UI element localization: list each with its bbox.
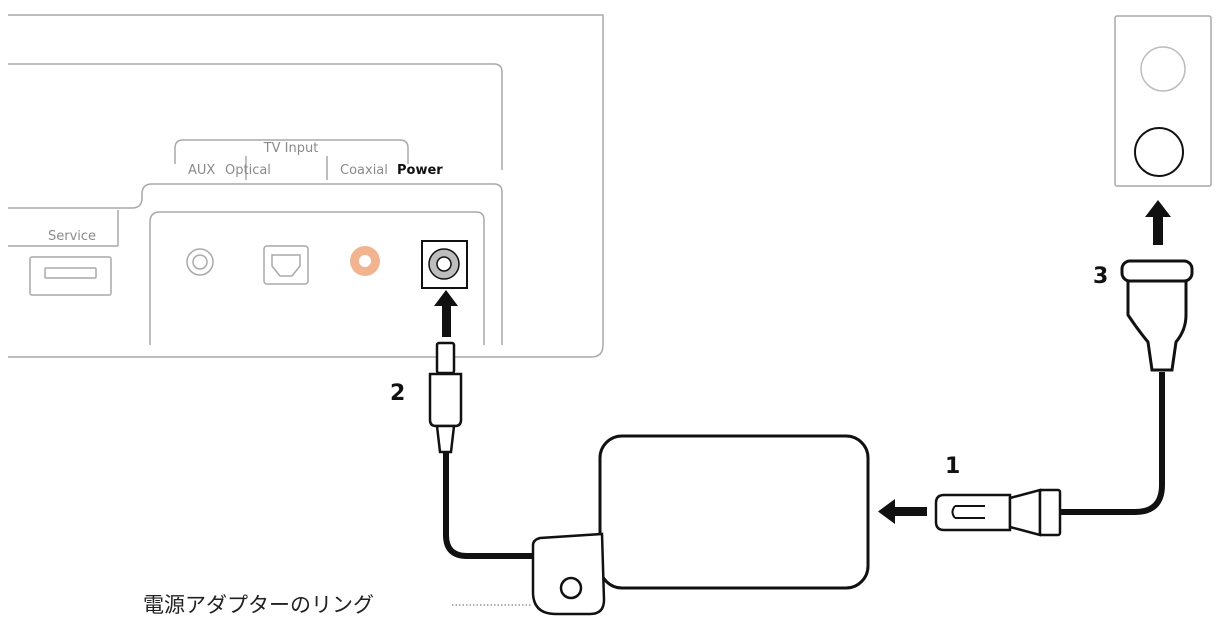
port-frame-outer xyxy=(8,183,503,345)
outlet-socket-top xyxy=(1140,46,1186,92)
step-2-label: 2 xyxy=(390,381,405,406)
wall-plug xyxy=(1120,259,1194,372)
aux-label: AUX xyxy=(188,163,215,178)
arrow-to-power-port xyxy=(434,290,458,337)
step-3-label: 3 xyxy=(1093,264,1108,289)
service-label: Service xyxy=(48,229,96,244)
dc-plug xyxy=(428,341,463,454)
tv-input-bracket xyxy=(174,139,409,164)
panel-upper-recess xyxy=(8,63,503,170)
tv-input-label: TV Input xyxy=(263,141,319,156)
power-label: Power xyxy=(397,163,443,178)
coaxial-label: Coaxial xyxy=(340,163,388,178)
optical-port xyxy=(263,245,309,285)
arrow-to-adapter xyxy=(878,499,927,524)
ac-cable xyxy=(1060,372,1165,515)
step-1-label: 1 xyxy=(945,454,960,479)
power-adapter-ring xyxy=(531,532,606,616)
arrow-to-outlet xyxy=(1145,200,1171,245)
ac-plug xyxy=(934,488,1062,537)
port-frame-inner xyxy=(149,211,485,345)
service-usb-port xyxy=(29,256,112,296)
soundbar-rear-panel xyxy=(8,14,604,358)
wall-outlet xyxy=(1114,15,1212,187)
power-adapter xyxy=(598,434,870,590)
aux-port xyxy=(186,248,214,276)
soundbar-body-outline xyxy=(8,14,604,358)
adapter-ring-callout: 電源アダプターのリング xyxy=(143,593,374,617)
optical-label: Optical xyxy=(225,163,271,178)
outlet-socket-bottom xyxy=(1134,127,1184,177)
coaxial-port xyxy=(350,246,380,276)
power-port xyxy=(421,240,468,289)
dc-cable xyxy=(443,452,540,559)
